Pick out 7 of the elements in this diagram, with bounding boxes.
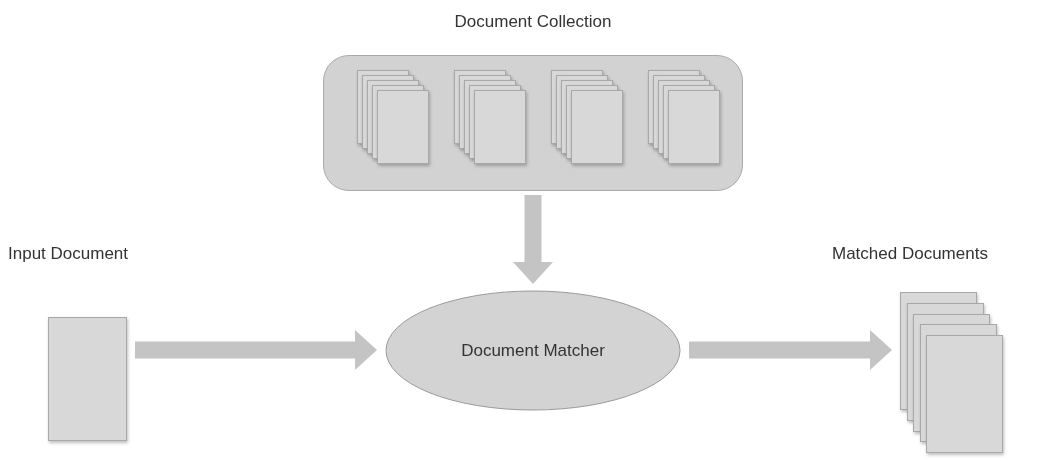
heading: Matched Documents <box>832 244 988 264</box>
arrow <box>513 195 553 284</box>
arrow <box>689 330 892 370</box>
arrow <box>135 330 377 370</box>
heading: Document Collection <box>454 12 612 32</box>
heading: Input Document <box>8 244 128 264</box>
process-label: Document Matcher <box>461 340 605 361</box>
